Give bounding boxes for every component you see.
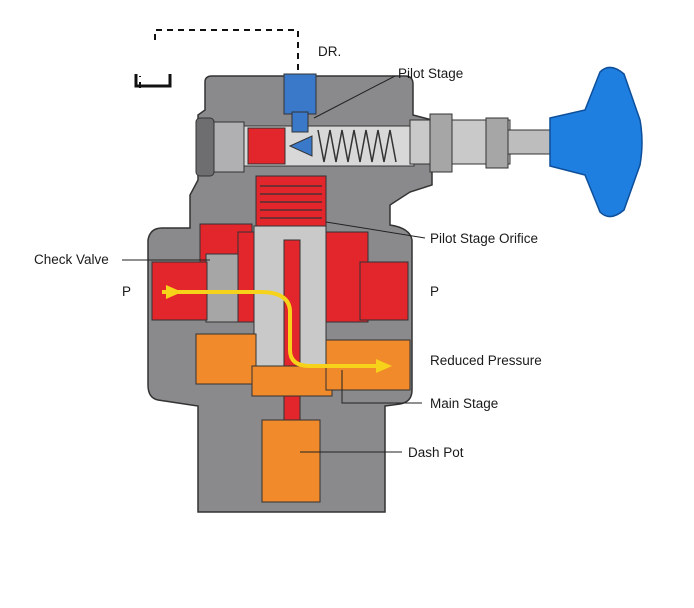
label-main-stage: Main Stage bbox=[430, 396, 498, 411]
reduced-pressure-left bbox=[195, 333, 257, 385]
pilot-spring bbox=[317, 129, 397, 163]
plug-threads bbox=[213, 121, 245, 173]
drain-tank-symbol bbox=[134, 74, 172, 88]
spring-chamber bbox=[255, 175, 327, 233]
label-pilot-stage: Pilot Stage bbox=[398, 66, 463, 81]
flow-path bbox=[162, 290, 380, 368]
lock-nut bbox=[429, 113, 453, 173]
label-port-right: P bbox=[430, 284, 439, 299]
inlet-port-right bbox=[359, 261, 409, 321]
flow-arrow-outlet bbox=[376, 359, 392, 373]
leader-pilot-orifice bbox=[325, 221, 426, 239]
check-valve-ball bbox=[205, 253, 241, 323]
pilot-poppet bbox=[288, 135, 313, 157]
adjuster-nut bbox=[485, 117, 509, 169]
adjuster-stem bbox=[507, 129, 555, 155]
dash-pot-chamber bbox=[261, 419, 321, 503]
label-drain: DR. bbox=[318, 44, 341, 59]
left-plug bbox=[195, 117, 215, 177]
reduced-pressure-chamber bbox=[251, 365, 333, 397]
leader-pilot-stage bbox=[313, 75, 396, 119]
main-spring bbox=[260, 185, 322, 219]
pilot-seat bbox=[247, 127, 286, 165]
adjusting-handle bbox=[549, 66, 643, 218]
label-check-valve: Check Valve bbox=[34, 252, 109, 267]
label-reduced-pressure: Reduced Pressure bbox=[430, 353, 542, 368]
label-dash-pot: Dash Pot bbox=[408, 445, 464, 460]
label-pilot-stage-orifice: Pilot Stage Orifice bbox=[430, 231, 538, 246]
drain-passage bbox=[291, 111, 309, 133]
flow-arrow-inlet bbox=[166, 285, 182, 299]
drain-port bbox=[283, 73, 317, 115]
leader-main-stage bbox=[341, 370, 422, 404]
label-port-left: P bbox=[122, 284, 131, 299]
